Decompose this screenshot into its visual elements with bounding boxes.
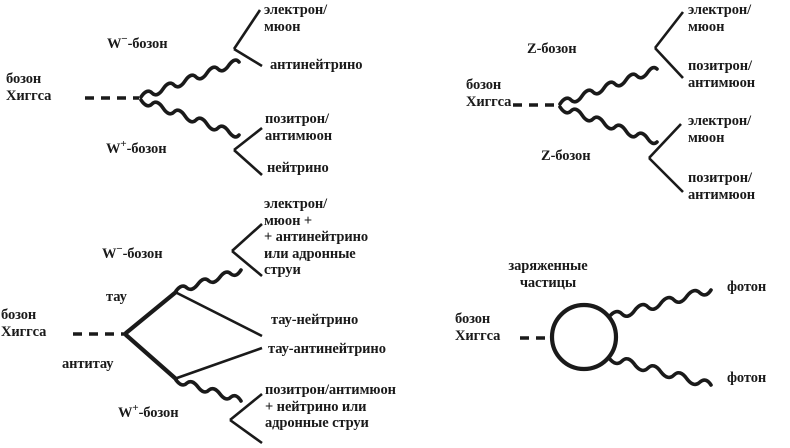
output-positron-antimuon-zz-2: позитрон/антимюон	[688, 170, 756, 203]
output-antineutrino-ww: антинейтрино	[270, 57, 363, 73]
z-upper-boson-label: Z-бозон	[527, 41, 577, 57]
w-minus-symbol: W	[107, 36, 122, 52]
w-plus-word-tau: -бозон	[138, 405, 179, 421]
output-positron-antimuon-ww: позитрон/антимюон	[265, 111, 333, 144]
z-upper-propagator-wavy	[558, 65, 659, 106]
branch-positron-antimuon-zz-1	[654, 47, 684, 79]
w-plus-charge-tau: +	[132, 402, 139, 415]
branch-positron-antimuon-zz-2	[648, 157, 684, 193]
w-plus-symbol: W	[106, 141, 121, 157]
output-tau-antineutrino: тау-антинейтрино	[268, 341, 386, 357]
w-minus-boson-label-tau: W−-бозон	[102, 243, 163, 263]
output-photon-1: фотон	[727, 279, 767, 295]
z-lower-boson-label: Z-бозон	[541, 148, 591, 164]
w-plus-propagator-wavy-tau	[174, 378, 243, 403]
w-plus-boson-label-ww: W+-бозон	[106, 138, 167, 158]
w-minus-symbol-tau: W	[102, 246, 117, 262]
w-plus-word: -бозон	[126, 141, 167, 157]
antitau-fermion-line	[123, 332, 179, 382]
branch-electron-muon-ww	[232, 9, 262, 50]
tau-label: тау	[106, 289, 127, 305]
branch-electron-muon-zz-1	[653, 11, 685, 49]
branch-tau-neutrino	[176, 291, 263, 338]
w-plus-boson-label-tau: W+-бозон	[118, 402, 179, 422]
branch-electron-muon-zz-2	[648, 123, 682, 159]
output-photon-2: фотон	[727, 370, 767, 386]
photon-2-wavy	[607, 356, 713, 387]
branch-positron-antimuon-ww	[233, 126, 263, 152]
branch-w-plus-decay-upper	[229, 392, 263, 422]
w-minus-boson-label-ww: W−-бозон	[107, 33, 168, 53]
branch-w-minus-decay-upper	[231, 223, 263, 252]
z-lower-propagator-wavy	[558, 105, 659, 146]
w-minus-charge-tau: −	[116, 243, 123, 256]
output-electron-muon-ww: электрон/мюон	[264, 2, 328, 35]
branch-tau-antineutrino	[176, 346, 263, 380]
branch-w-minus-decay-lower	[231, 250, 263, 277]
output-neutrino-ww: нейтрино	[267, 160, 329, 176]
w-minus-word-tau: -бозон	[122, 246, 163, 262]
w-minus-charge: −	[121, 33, 128, 46]
w-plus-propagator-wavy	[139, 98, 241, 139]
output-tau-neutrino: тау-нейтрино	[271, 312, 359, 328]
w-plus-charge: +	[120, 138, 127, 151]
branch-antineutrino-ww	[233, 47, 263, 68]
antitau-label: антитау	[62, 356, 114, 372]
w-minus-propagator-wavy	[139, 58, 241, 99]
branch-neutrino-ww	[233, 149, 263, 176]
output-electron-muon-zz-2: электрон/мюон	[688, 113, 752, 146]
output-electron-muon-zz-1: электрон/мюон	[688, 2, 752, 35]
charged-particle-loop	[549, 302, 619, 372]
output-positron-antimuon-zz-1: позитрон/антимюон	[688, 58, 756, 91]
photon-1-wavy	[607, 288, 713, 319]
tau-fermion-line	[123, 289, 179, 336]
w-plus-symbol-tau: W	[118, 405, 133, 421]
branch-w-plus-decay-lower	[229, 418, 263, 445]
w-minus-propagator-wavy-tau	[174, 268, 243, 293]
w-minus-word: -бозон	[127, 36, 168, 52]
